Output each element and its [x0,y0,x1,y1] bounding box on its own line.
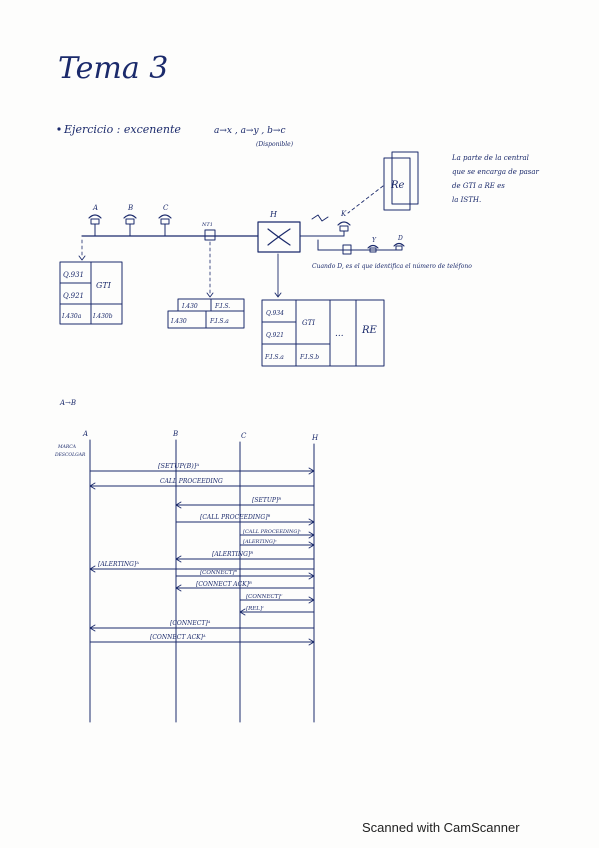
left-i430b: I.430b [92,313,113,320]
bullet-icon [57,127,61,131]
phone-icon [337,221,351,226]
phone-c-label: C [163,204,169,212]
right-re: RE [361,325,378,336]
phone-a-label: A [92,204,98,212]
mid-top-a: I.430 [181,303,198,310]
phone-x-label: K [340,210,347,218]
msg-setup-b: [SETUP(B)]ᴬ [158,462,199,470]
msg-connect-c: [CONNECT]ᶜ [246,594,283,600]
msg-connect-ack-b: [CONNECT ACK]ᴮ [196,581,252,588]
msg-connect-b: [CONNECT]ᴮ [200,569,238,576]
msg-call-proceeding-c: [CALL PROCEEDING]ᶜ [243,529,301,535]
phone-b: B [123,204,137,237]
seq-arrows [89,467,315,646]
phone-icon [123,214,137,219]
msg-alerting-b: [ALERTING]ᴮ [212,551,253,558]
nt-lower [342,244,352,255]
phone-a: A [88,204,102,237]
seq-col-h: H [311,434,319,442]
msg-alerting-c: [ALERTING]ᶜ [243,539,277,545]
right-fisb: F.I.S.b [299,354,319,361]
re-box-top: Re [383,151,419,211]
right-q921: Q.921 [266,332,284,339]
zigzag-icon [311,214,329,222]
side-note-line-3: de GTI a RE es [452,182,505,190]
right-gti: GTI [302,319,315,327]
seq-messages: [SETUP(B)]ᴬ CALL PROCEEDING [SETUP]ᴮ [CA… [98,462,301,641]
nt1-device: NT1 [201,222,216,298]
right-q934: Q.934 [266,310,284,317]
exercise-connections: a→x , a→y , b→c [214,126,285,136]
switch-h: H [257,210,301,298]
msg-setup: [SETUP]ᴮ [252,497,281,504]
switch-h-label: H [269,210,278,219]
phone-d-label: D [397,235,403,242]
nt1-label: NT1 [201,222,213,228]
side-note-line-2: que se encarga de pasar [452,168,540,176]
msg-alerting-a: [ALERTING]ᴬ [98,561,139,568]
phone-icon [158,214,172,219]
left-q921: Q.921 [63,292,84,300]
protocol-stack-middle: I.430 F.I.S. I.430 F.I.S.a [167,298,245,329]
exercise-note: (Disponible) [256,141,294,148]
mid-bot-a: I.430 [170,318,187,325]
left-i430a: I.430a [61,313,82,320]
msg-call-proceeding: CALL PROCEEDING [160,478,223,485]
sequence-title: A→B [59,399,76,407]
seq-col-a: A [82,430,88,438]
side-note-line-1: La parte de la central [451,154,529,162]
phone-icon [88,214,102,219]
seq-note-marca: MARCA [57,444,77,450]
exercise-label: Ejercicio : excenente [63,123,181,136]
phone-icon [367,244,379,249]
mid-bot-b: F.I.S.a [209,318,229,325]
seq-note-descolgar: DESCOLGAR [54,452,86,458]
right-dots: ... [335,329,344,339]
phone-b-label: B [127,204,133,212]
d-note: Cuando D, es el que identifica el número… [312,263,472,270]
msg-call-proceeding-b: [CALL PROCEEDING]ᴮ [200,514,271,521]
scanner-watermark: Scanned with CamScanner [362,820,520,835]
phone-d: D [393,235,405,251]
re-dashed-link [347,185,384,214]
re-top-label: Re [390,180,405,191]
left-gti: GTI [96,281,112,290]
seq-col-c: C [241,432,247,440]
protocol-stack-right: Q.934 Q.921 F.I.S.a F.I.S.b GTI ... RE [261,299,385,367]
seq-col-b: B [172,430,178,438]
left-q931: Q.931 [63,271,84,279]
phone-c: C [158,204,172,237]
phone-x: K [337,210,351,237]
msg-connect-ack-a: [CONNECT ACK]ᴬ [150,634,206,641]
msg-connect-a: [CONNECT]ᴬ [170,620,211,627]
right-fisa: F.I.S.a [264,354,284,361]
phone-y-label: Y [372,237,377,244]
phone-y: Y [367,237,379,253]
protocol-stack-left: Q.931 Q.921 I.430a I.430b GTI [59,261,123,325]
phone-icon [393,242,405,247]
mid-top-b: F.I.S. [214,303,230,310]
msg-rel-c: [REL]ᶜ [246,606,264,612]
page-title: Tema 3 [58,51,168,86]
cross-switch-icon [267,228,291,246]
side-note-line-4: la ISTH. [452,196,481,204]
